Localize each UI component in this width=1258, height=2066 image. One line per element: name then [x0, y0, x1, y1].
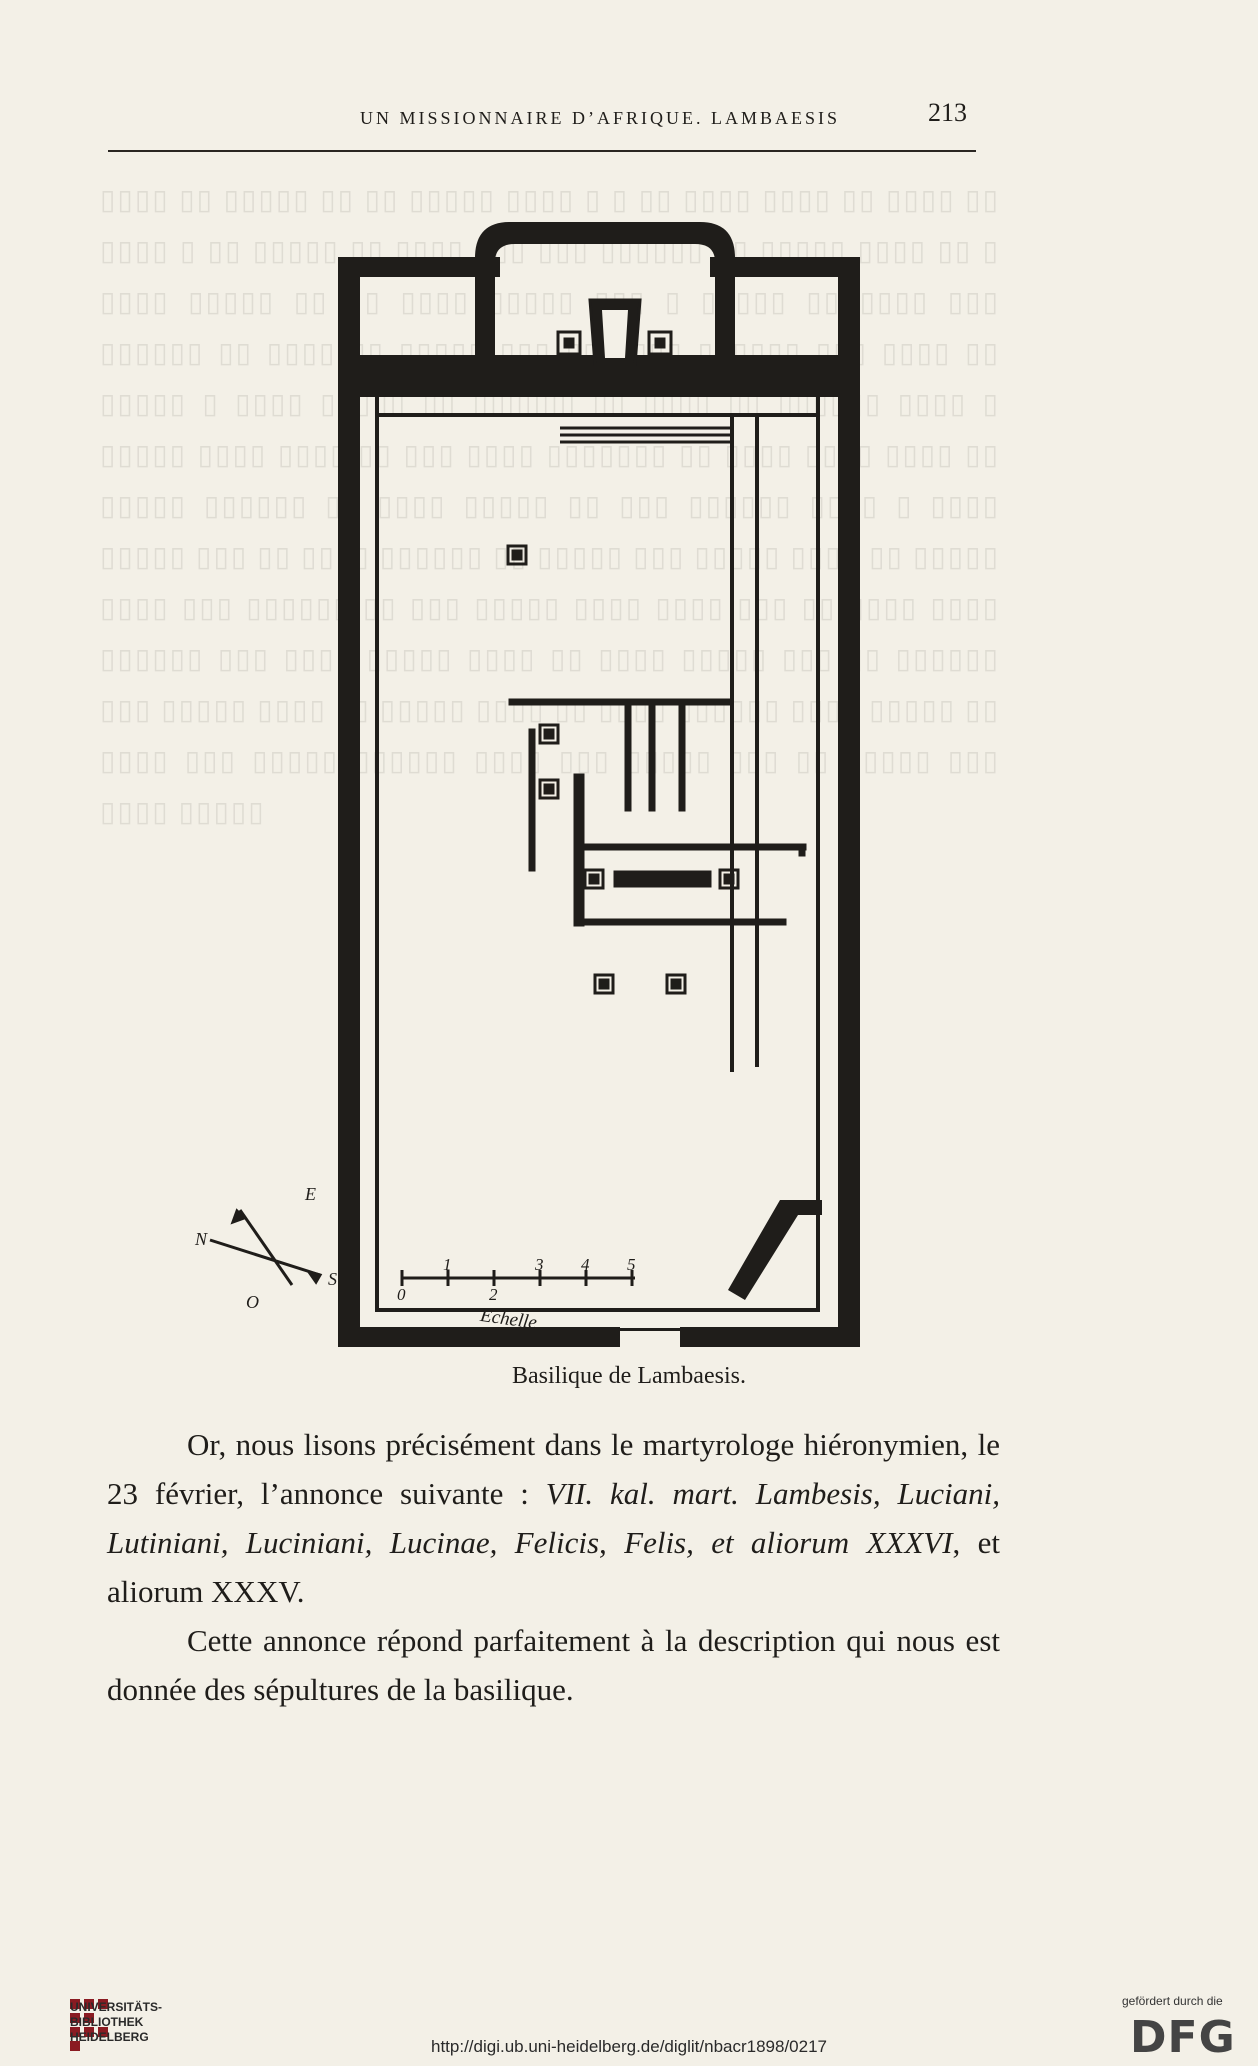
- library-line-3: HEIDELBERG: [70, 2030, 149, 2044]
- source-url-link[interactable]: http://digi.ub.uni-heidelberg.de/diglit/…: [430, 2037, 827, 2056]
- basilica-floor-plan: E N S O 0 1 2 3 4 5 Echelle: [194, 222, 860, 1348]
- header-rule: [108, 150, 976, 152]
- body-text: Or, nous lisons précisément dans le mart…: [107, 1420, 1000, 1714]
- apse-altar: [556, 298, 673, 367]
- martyrology-quote: VII. kal. mart. Lambesis, Luciani, Lutin…: [107, 1476, 1000, 1560]
- compass-south-label: S: [328, 1269, 337, 1289]
- choir-steps: [560, 426, 730, 444]
- compass-east-label: E: [304, 1184, 316, 1204]
- library-line-1: UNIVERSITÄTS-: [70, 2000, 163, 2014]
- paragraph-1-start: Or, nous lisons précisément dans le mart…: [107, 1427, 1000, 1511]
- figure-caption: Basilique de Lambaesis.: [512, 1363, 746, 1389]
- scale-tick-5: 5: [627, 1255, 636, 1274]
- dfg-logo: DFG: [1130, 2012, 1236, 2063]
- paragraph-1: Or, nous lisons précisément dans le mart…: [107, 1420, 1000, 1616]
- compass-north-label: N: [194, 1229, 208, 1249]
- scale-tick-1: 1: [443, 1255, 452, 1274]
- funding-note: gefördert durch die: [1122, 1994, 1223, 2008]
- plan-walls: [338, 222, 860, 1347]
- compass-icon: [209, 1208, 323, 1286]
- scale-tick-2: 2: [489, 1285, 498, 1304]
- scale-tick-4: 4: [581, 1255, 590, 1274]
- tombs: [506, 544, 807, 995]
- page-number: 213: [928, 98, 967, 127]
- library-name: UNIVERSITÄTS- BIBLIOTHEK HEIDELBERG: [70, 2000, 162, 2045]
- scale-bar: [400, 1270, 635, 1286]
- paragraph-1-end: , et aliorum XXXV.: [107, 1525, 1000, 1609]
- scale-tick-0: 0: [397, 1285, 406, 1304]
- compass-west-label: O: [246, 1292, 259, 1312]
- running-head: UN MISSIONNAIRE D’AFRIQUE. LAMBAESIS: [359, 108, 840, 128]
- paragraph-2: Cette annonce répond parfaitement à la d…: [107, 1623, 1000, 1707]
- scale-tick-3: 3: [534, 1255, 544, 1274]
- entrance: [620, 1200, 822, 1348]
- library-line-2: BIBLIOTHEK: [70, 2015, 144, 2029]
- university-library-logo: [70, 1999, 108, 2051]
